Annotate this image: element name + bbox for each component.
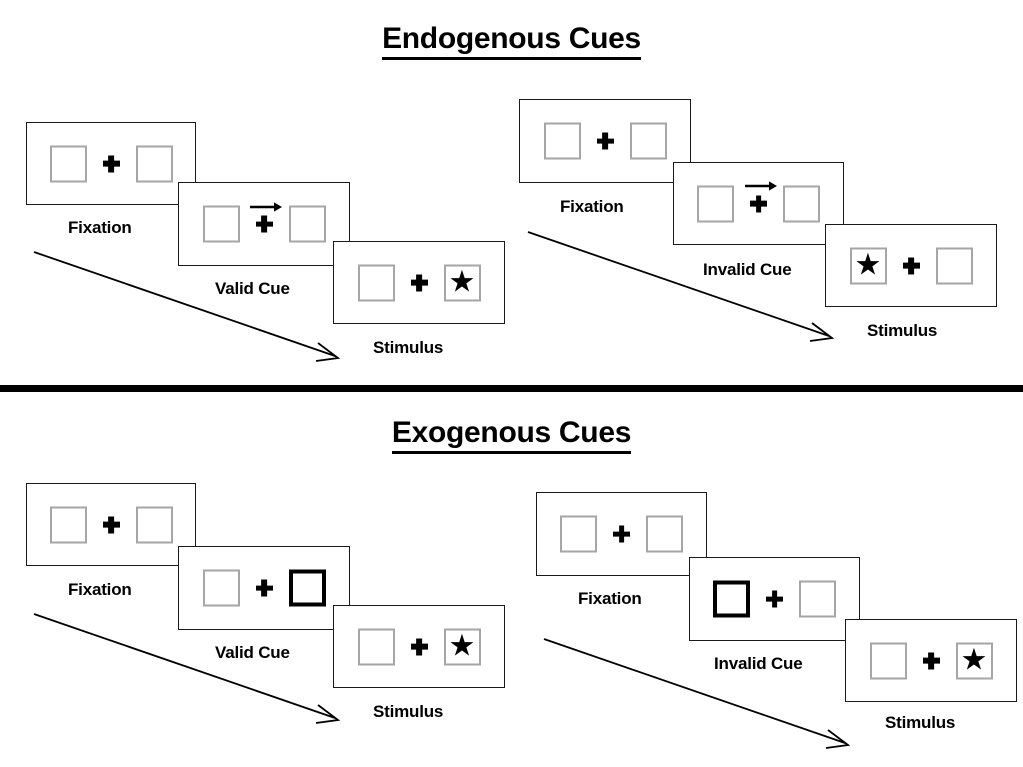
panel-content: ★ [846, 642, 1016, 679]
placeholder-box-right [135, 506, 173, 543]
panel-endogenous-valid-stimulus: ★ [333, 241, 505, 324]
section-title-exogenous-text: Exogenous Cues [391, 416, 631, 454]
panel-endogenous-invalid-stimulus: ★ [825, 224, 997, 307]
fixation-cross-icon [766, 591, 783, 608]
fixation-cross-icon [923, 652, 940, 669]
target-box-right: ★ [443, 264, 481, 301]
target-star-icon: ★ [448, 265, 476, 299]
placeholder-box-left [543, 122, 581, 160]
panel-exogenous-invalid-fixation [536, 492, 707, 576]
placeholder-box-left [560, 515, 597, 553]
caption-exogenous-valid-fixation: Fixation [68, 580, 132, 599]
fixation-cross-icon [256, 580, 273, 597]
section-title-exogenous: Exogenous Cues [0, 416, 1023, 454]
panel-content: ★ [334, 628, 504, 665]
target-box-right: ★ [955, 642, 993, 679]
section-divider [0, 385, 1023, 392]
flow-arrow-endogenous-valid [33, 251, 341, 362]
fixation-cross-icon [750, 195, 767, 212]
caption-endogenous-invalid-fixation: Fixation [560, 197, 624, 216]
placeholder-box-left [202, 205, 240, 243]
fixation-cross-icon [103, 516, 120, 533]
panel-endogenous-invalid-fixation [519, 99, 691, 183]
fixation-cross-icon [597, 133, 614, 150]
target-star-icon: ★ [854, 248, 882, 282]
placeholder-box-left [357, 628, 395, 665]
caption-exogenous-valid-stimulus: Stimulus [373, 702, 444, 721]
panel-exogenous-invalid-cue [689, 557, 860, 641]
panel-exogenous-invalid-stimulus: ★ [845, 619, 1017, 702]
placeholder-box-right [288, 205, 326, 243]
panel-endogenous-valid-fixation [26, 122, 196, 205]
panel-content [674, 185, 843, 222]
caption-exogenous-invalid-stimulus: Stimulus [885, 713, 956, 732]
placeholder-box-right [799, 580, 836, 618]
caption-endogenous-invalid-stimulus: Stimulus [867, 321, 938, 340]
panel-content [690, 580, 859, 618]
caption-endogenous-invalid-cue: Invalid Cue [703, 260, 792, 279]
placeholder-box-left [869, 642, 907, 679]
panel-content [179, 205, 349, 243]
panel-content: ★ [826, 247, 996, 284]
section-title-endogenous: Endogenous Cues [0, 22, 1023, 60]
placeholder-box-left [697, 185, 734, 222]
cued-box-left [713, 580, 750, 618]
target-star-icon: ★ [960, 643, 988, 677]
flow-arrow-exogenous-invalid [543, 638, 851, 749]
caption-endogenous-valid-fixation: Fixation [68, 218, 132, 237]
placeholder-box-right [783, 185, 820, 222]
panel-content [27, 506, 195, 543]
caption-endogenous-valid-cue: Valid Cue [215, 279, 290, 298]
panel-content [520, 122, 690, 160]
placeholder-box-left [49, 506, 87, 543]
placeholder-box-right [135, 145, 173, 182]
target-box-left: ★ [849, 247, 887, 284]
panel-content [179, 569, 349, 607]
panel-content [537, 515, 706, 553]
fixation-cross-icon [903, 257, 920, 274]
panel-endogenous-valid-cue [178, 182, 350, 266]
fixation-cross-icon [103, 155, 120, 172]
placeholder-box-left [202, 569, 240, 607]
caption-endogenous-valid-stimulus: Stimulus [373, 338, 444, 357]
fixation-cross-icon [411, 638, 428, 655]
panel-content [27, 145, 195, 182]
section-title-endogenous-text: Endogenous Cues [382, 22, 641, 60]
flow-arrow-endogenous-invalid [527, 231, 835, 342]
placeholder-box-right [646, 515, 683, 553]
placeholder-box-left [49, 145, 87, 182]
caption-exogenous-invalid-cue: Invalid Cue [714, 654, 803, 673]
panel-exogenous-valid-fixation [26, 483, 196, 566]
panel-endogenous-invalid-cue [673, 162, 844, 245]
placeholder-box-left [357, 264, 395, 301]
panel-content: ★ [334, 264, 504, 301]
panel-exogenous-valid-cue [178, 546, 350, 630]
cued-box-right [288, 569, 326, 607]
caption-exogenous-valid-cue: Valid Cue [215, 643, 290, 662]
fixation-cross-icon [256, 216, 273, 233]
caption-exogenous-invalid-fixation: Fixation [578, 589, 642, 608]
target-star-icon: ★ [448, 629, 476, 663]
placeholder-box-right [935, 247, 973, 284]
fixation-cross-icon [411, 274, 428, 291]
target-box-right: ★ [443, 628, 481, 665]
placeholder-box-right [629, 122, 667, 160]
panel-exogenous-valid-stimulus: ★ [333, 605, 505, 688]
fixation-cross-icon [613, 526, 630, 543]
